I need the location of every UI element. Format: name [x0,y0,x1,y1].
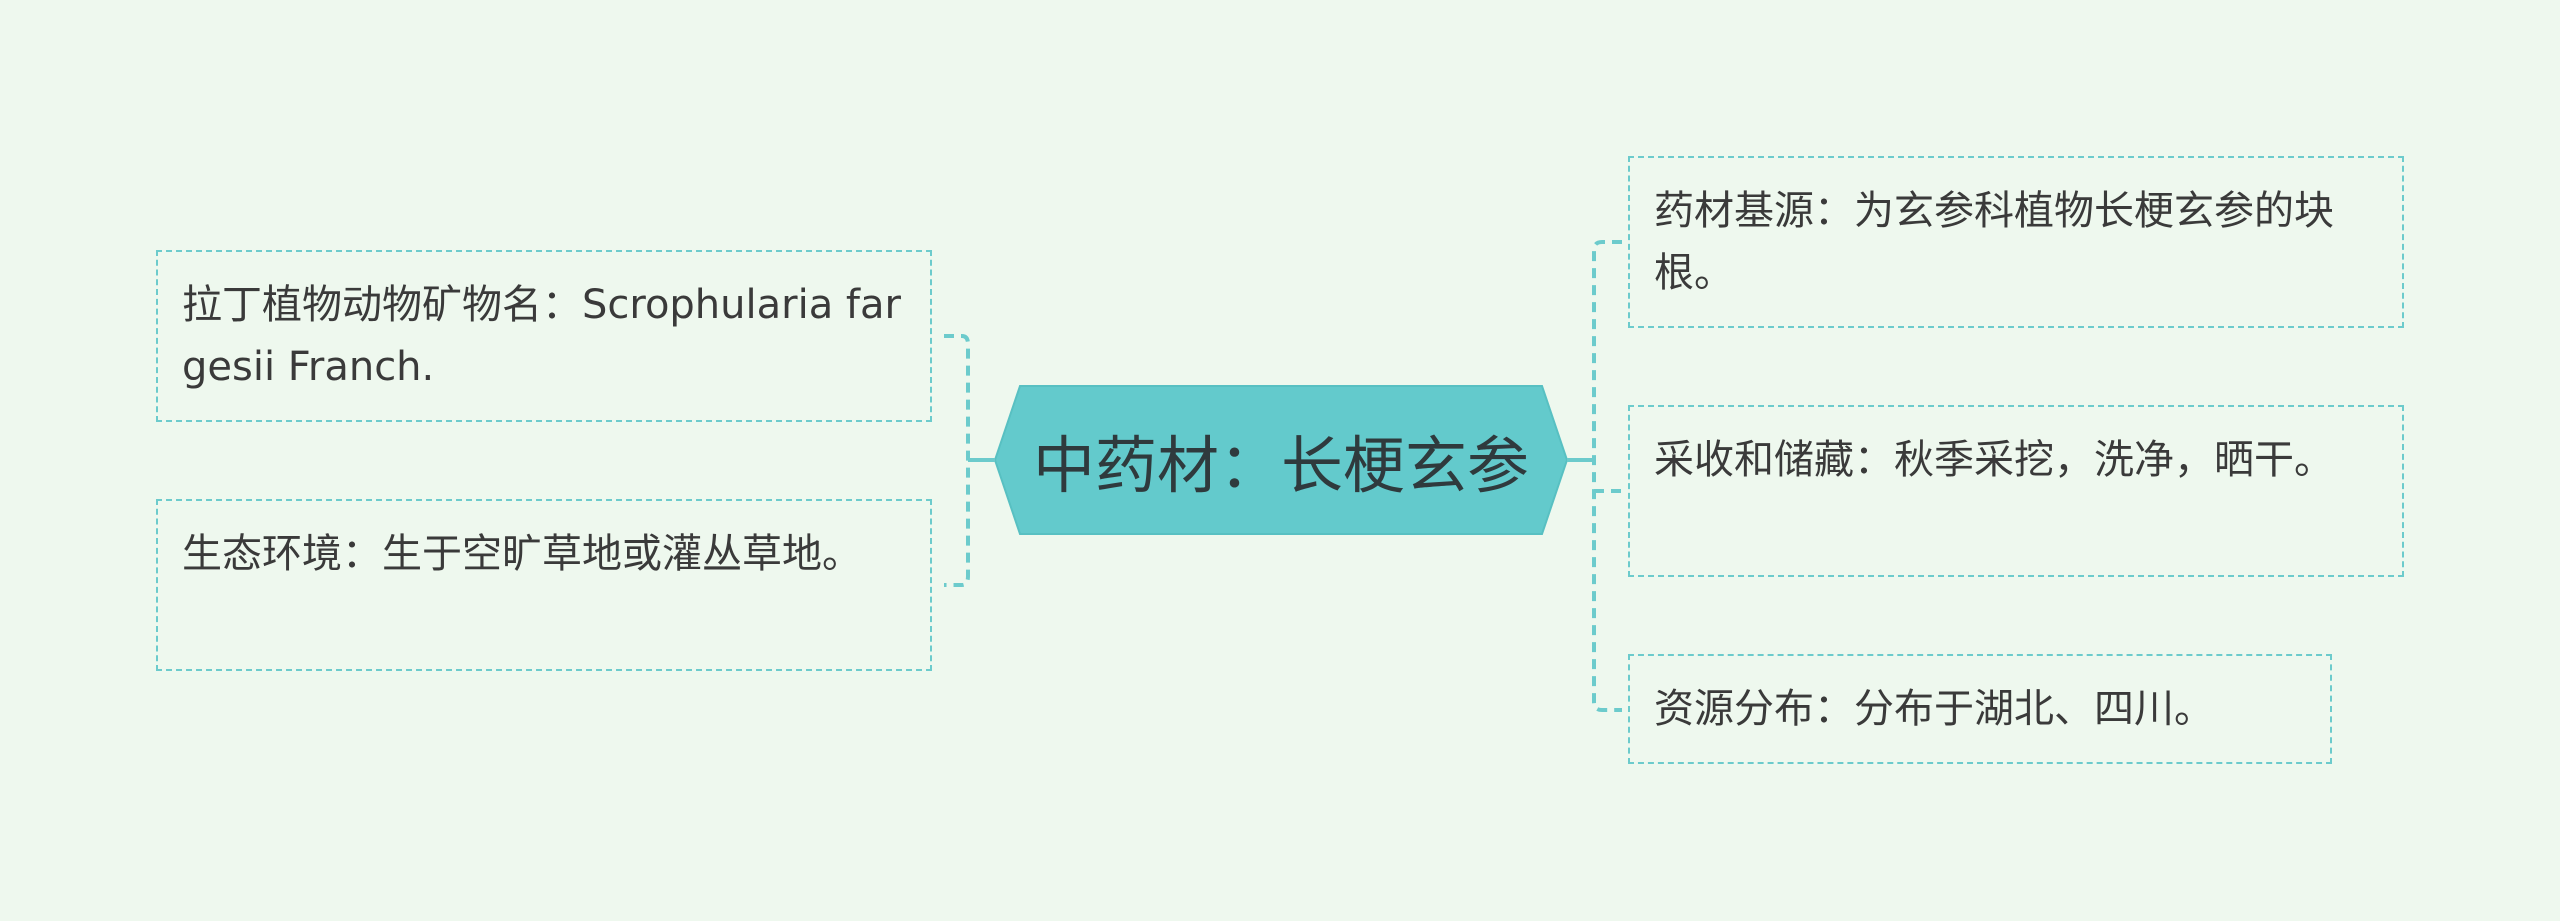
right-connectors [1567,240,1622,712]
topic-distribution[interactable]: 资源分布：分布于湖北、四川。 [1628,654,2332,764]
topic-source[interactable]: 药材基源：为玄参科植物长梗玄参的块根。 [1628,156,2404,328]
topic-environment[interactable]: 生态环境：生于空旷草地或灌丛草地。 [156,499,932,671]
topic-latin-name[interactable]: 拉丁植物动物矿物名：Scrophularia fargesii Franch. [156,250,932,422]
left-connectors [944,334,995,587]
center-node-label[interactable]: 中药材：长梗玄参 [1032,429,1529,502]
topic-harvest[interactable]: 采收和储藏：秋季采挖，洗净，晒干。 [1628,405,2404,577]
